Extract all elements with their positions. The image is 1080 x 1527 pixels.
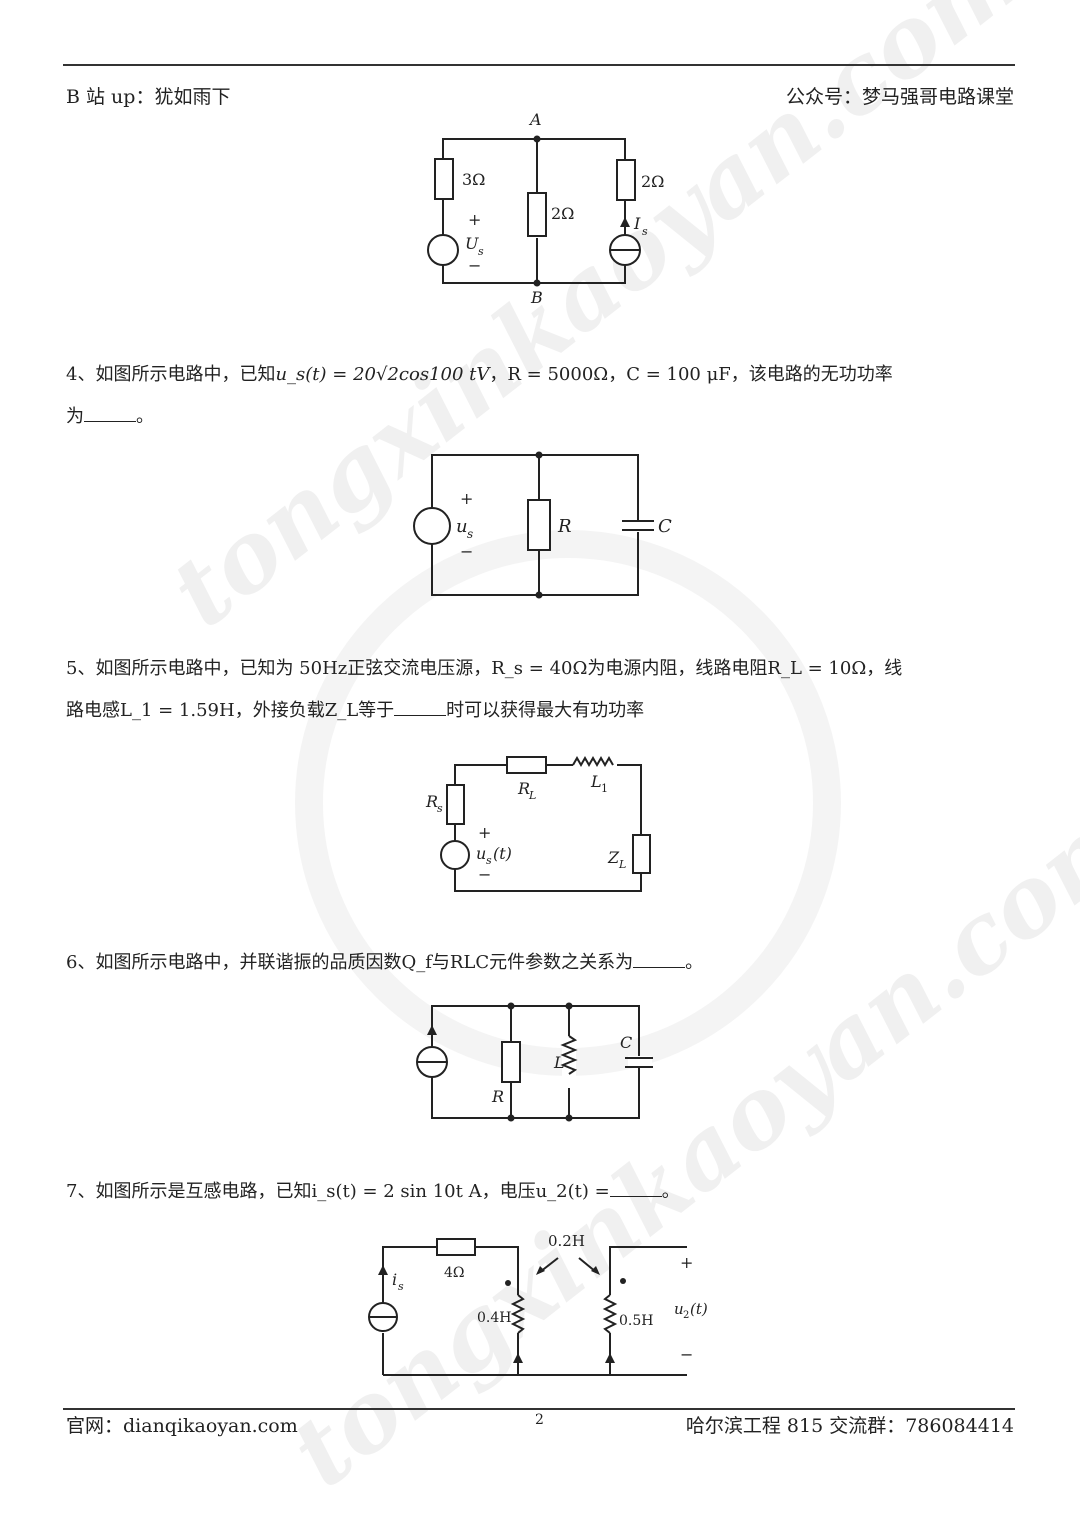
- page-number: 2: [535, 1412, 544, 1428]
- answer-blank[interactable]: [394, 697, 447, 716]
- r-label: R: [557, 516, 572, 537]
- question-4: 4、如图所示电路中，已知u_s(t) = 20√2cos100 tV，R = 5…: [66, 364, 893, 427]
- svg-text:+: +: [680, 1253, 693, 1272]
- svg-text:R: R: [491, 1087, 504, 1106]
- node-b-label: B: [530, 288, 543, 307]
- header-right: 公众号：梦马强哥电路课堂: [785, 86, 1014, 108]
- svg-text:s: s: [486, 854, 492, 867]
- svg-text:L: L: [618, 858, 626, 871]
- svg-text:0.2H: 0.2H: [548, 1232, 585, 1250]
- svg-text:L: L: [590, 772, 602, 791]
- footer-group: 哈尔滨工程 815 交流群：786084414: [685, 1415, 1014, 1437]
- question-7: 7、如图所示是互感电路，已知i_s(t) = 2 sin 10t A，电压u_2…: [66, 1171, 1016, 1213]
- minus-label: −: [468, 256, 481, 275]
- answer-blank[interactable]: [633, 949, 686, 968]
- circuit-diagram-q5: R L L 1 R s + u s (t) − Z L: [425, 755, 651, 892]
- svg-text:−: −: [460, 542, 473, 561]
- svg-text:C: C: [620, 1033, 632, 1052]
- circuit-diagram-q7: i s 4Ω 0.4H 0.5H 0.2H + u 2 (t) −: [368, 1232, 708, 1376]
- svg-text:2: 2: [683, 1310, 689, 1321]
- source-v-label: U: [465, 234, 479, 253]
- svg-text:0.5H: 0.5H: [619, 1313, 653, 1329]
- header-rule: [63, 64, 1015, 66]
- svg-text:R: R: [425, 792, 438, 811]
- plus-label: +: [468, 210, 481, 229]
- svg-text:L: L: [553, 1053, 565, 1072]
- svg-text:u: u: [674, 1300, 684, 1318]
- source-label: u: [456, 516, 468, 537]
- footer-website: 官网：dianqikaoyan.com: [66, 1415, 298, 1437]
- svg-text:(t): (t): [493, 844, 512, 863]
- svg-text:+: +: [478, 823, 491, 842]
- svg-text:s: s: [398, 1280, 404, 1293]
- source-i-label: I: [633, 214, 641, 233]
- answer-blank[interactable]: [609, 1178, 662, 1197]
- svg-text:+: +: [460, 489, 473, 508]
- node-a-label: A: [528, 110, 542, 129]
- answer-blank[interactable]: [84, 403, 136, 422]
- svg-text:−: −: [478, 865, 491, 884]
- circuit-diagram-q3: A B 3Ω 2Ω 2Ω + U s − I s: [427, 110, 664, 307]
- svg-text:s: s: [642, 225, 648, 238]
- r3-label: 2Ω: [641, 172, 664, 191]
- watermark-text: tongxinkaoyan.com: [270, 775, 1080, 1510]
- svg-text:0.4H: 0.4H: [477, 1310, 511, 1326]
- c-label: C: [658, 516, 672, 537]
- svg-text:Z: Z: [607, 848, 620, 867]
- circuit-diagram-q6: R L C: [416, 1002, 653, 1122]
- circuit-diagram-q4: + u s − R C: [413, 451, 672, 599]
- svg-text:s: s: [478, 245, 484, 258]
- svg-text:(t): (t): [690, 1300, 708, 1318]
- r1-label: 3Ω: [462, 170, 485, 189]
- r2-label: 2Ω: [551, 204, 574, 223]
- svg-text:L: L: [528, 789, 536, 802]
- svg-text:R: R: [517, 779, 530, 798]
- footer-rule: [63, 1408, 1015, 1410]
- svg-text:u: u: [476, 844, 486, 863]
- svg-text:s: s: [437, 802, 443, 815]
- svg-text:s: s: [467, 527, 473, 541]
- svg-text:4Ω: 4Ω: [444, 1265, 465, 1281]
- svg-text:−: −: [680, 1345, 693, 1364]
- svg-text:i: i: [392, 1270, 397, 1289]
- header-left: B 站 up：犹如雨下: [66, 86, 231, 108]
- question-5: 5、如图所示电路中，已知为 50Hz正弦交流电压源，R_s = 40Ω为电源内阻…: [66, 658, 903, 721]
- formula: u_s(t) = 20√2cos100 tV: [275, 364, 490, 385]
- question-6: 6、如图所示电路中，并联谐振的品质因数Q_f与RLC元件参数之关系为。: [66, 942, 1016, 984]
- svg-text:1: 1: [601, 782, 608, 795]
